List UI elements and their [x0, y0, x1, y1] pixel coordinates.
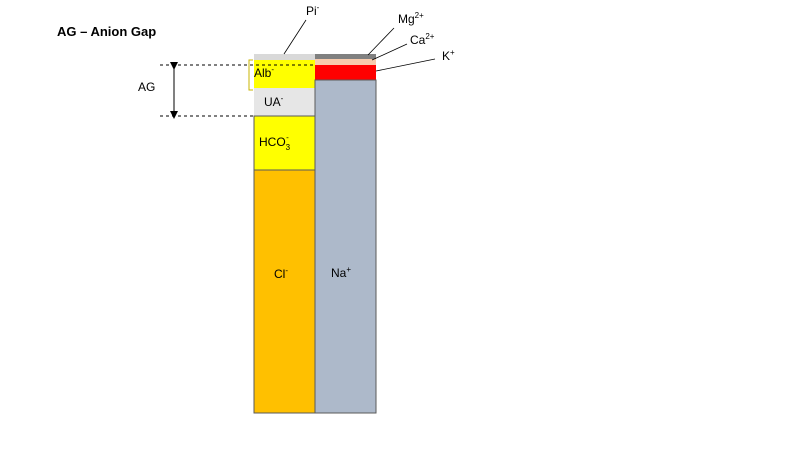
cl-label: Cl-: [274, 266, 288, 281]
phosphate-segment: [254, 54, 315, 60]
ca-label: Ca2+: [410, 32, 435, 47]
ag-label: AG: [138, 80, 155, 94]
mg-label: Mg2+: [398, 11, 424, 26]
pi-leader-line: [283, 19, 307, 55]
albumin-bracket: [248, 59, 253, 91]
alb-label: Alb-: [254, 65, 274, 80]
sodium-segment: [314, 79, 377, 414]
ua-label: UA-: [264, 94, 284, 109]
diagram-title: AG – Anion Gap: [57, 24, 156, 39]
magnesium-segment: [315, 54, 376, 59]
k-leader-line: [375, 58, 436, 72]
pi-label: Pi-: [306, 3, 320, 18]
unmeasured-anions-segment: [254, 88, 315, 116]
hco3-label: HCO3-: [259, 133, 291, 152]
ca-leader-line: [371, 43, 408, 61]
potassium-segment: [315, 65, 376, 80]
k-label: K+: [442, 48, 455, 63]
calcium-segment: [315, 59, 376, 65]
mg-leader-line: [367, 27, 395, 56]
na-label: Na+: [331, 265, 351, 280]
chloride-segment: [253, 169, 316, 414]
